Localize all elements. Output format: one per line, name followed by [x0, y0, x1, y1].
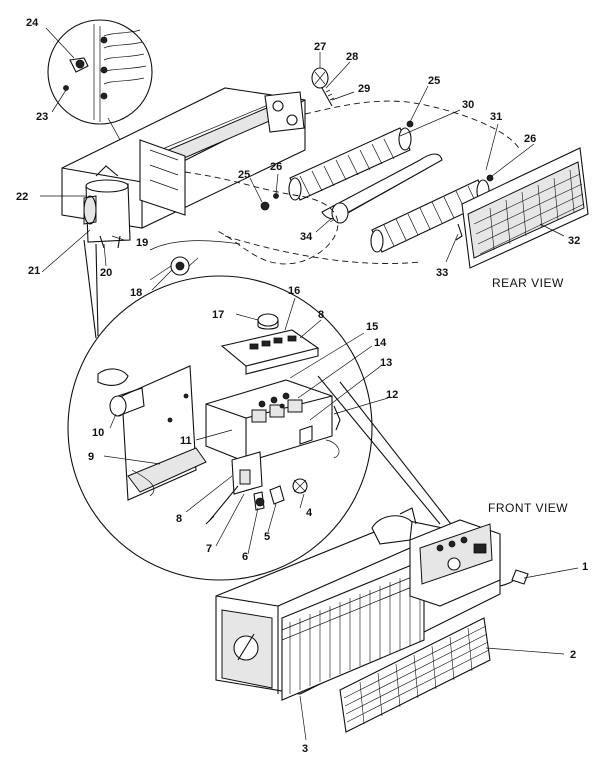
callout-25: 25: [238, 169, 250, 181]
front-view-label: FRONT VIEW: [488, 501, 568, 515]
callout-33: 33: [436, 267, 448, 279]
callout-24: 24: [26, 17, 39, 29]
front-grille: [339, 617, 491, 733]
callout-28: 28: [346, 51, 358, 63]
bearing-25: [260, 201, 270, 211]
callout-26-right: 26: [524, 133, 536, 145]
callout-26-mid: 26: [270, 161, 282, 173]
compressor: [83, 165, 131, 249]
blower-scroll: [321, 153, 443, 224]
rear-grille: [455, 147, 589, 269]
callout-27: 27: [314, 41, 326, 53]
condenser-fan: [149, 240, 241, 281]
switch-parts: [205, 451, 308, 525]
rear-view-label: REAR VIEW: [492, 276, 564, 290]
callout-8-bottom: 8: [176, 513, 182, 525]
motor-parts: [311, 67, 335, 107]
front-coil: [281, 559, 425, 701]
callout-5: 5: [264, 531, 270, 543]
callout-18: 18: [130, 287, 142, 299]
callout-23: 23: [36, 111, 48, 123]
knob-17: [257, 313, 279, 327]
callout-9: 9: [88, 451, 94, 463]
rear-assembly: [47, 19, 589, 281]
blower-wheel-lower: [370, 179, 490, 253]
callout-1: 1: [582, 561, 588, 573]
control-box: [205, 379, 341, 463]
front-unit: [215, 507, 529, 733]
control-board: [220, 313, 320, 375]
controls-detail-circle: [67, 239, 455, 581]
callout-3: 3: [302, 743, 308, 755]
callout-labels: 24 23 22 21 20 19 18 27 28 29 25 30 31 2…: [16, 17, 588, 755]
callout-19: 19: [136, 237, 148, 249]
callout-7: 7: [206, 543, 212, 555]
clip-26c: [486, 174, 494, 182]
callout-12: 12: [386, 389, 398, 401]
callout-10: 10: [92, 427, 104, 439]
callout-14: 14: [374, 337, 387, 349]
detail-circle-top: [47, 19, 153, 125]
leader-lines: [40, 27, 579, 741]
callout-29: 29: [358, 83, 370, 95]
clip-26a: [273, 193, 279, 199]
callout-13: 13: [380, 357, 392, 369]
callout-34: 34: [300, 231, 313, 243]
callout-15: 15: [366, 321, 378, 333]
callout-32: 32: [568, 235, 580, 247]
control-bracket: [121, 365, 207, 501]
callout-17: 17: [212, 309, 224, 321]
callout-26-top: 25: [428, 75, 440, 87]
front-control-panel: [409, 519, 501, 607]
callout-31: 31: [490, 111, 502, 123]
callout-8-top: 8: [318, 309, 324, 321]
callout-6: 6: [242, 551, 248, 563]
capacitor: [97, 368, 145, 417]
blower-wheel-upper: [288, 127, 412, 201]
callout-22: 22: [16, 191, 28, 203]
clip-26b: [406, 120, 414, 128]
callout-4: 4: [306, 507, 313, 519]
callout-20: 20: [100, 267, 112, 279]
callout-2: 2: [570, 649, 576, 661]
callout-16: 16: [288, 285, 300, 297]
callout-30: 30: [462, 99, 474, 111]
callout-21: 21: [28, 265, 40, 277]
callout-11: 11: [180, 435, 192, 447]
